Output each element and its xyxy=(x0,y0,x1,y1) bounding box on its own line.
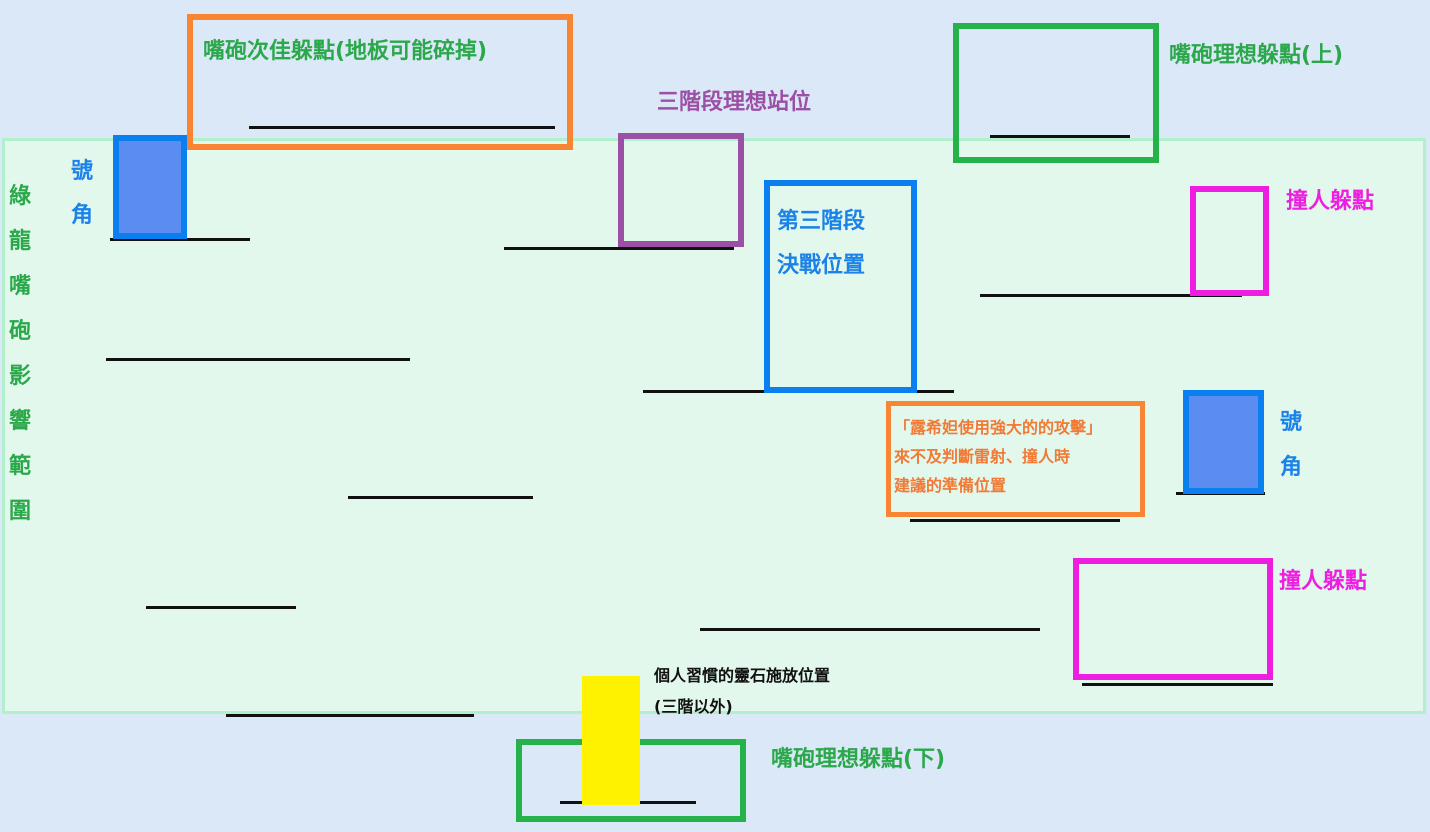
attack-note-line3: 建議的準備位置 xyxy=(894,476,1007,495)
dragon-range-char: 砲 xyxy=(8,319,31,344)
dragon-range-char: 綠 xyxy=(8,184,31,209)
stage3-final-line1: 第三階段 xyxy=(777,209,866,234)
horn-left-box xyxy=(113,135,187,239)
dragon-range-char: 影 xyxy=(8,364,31,389)
dragon-range-char: 響 xyxy=(8,409,31,434)
horn-right-box xyxy=(1183,390,1264,494)
platform xyxy=(700,628,1040,631)
attack-note-box xyxy=(886,401,1145,517)
platform xyxy=(106,358,410,361)
cannon-ideal-top-label: 嘴砲理想躲點(上) xyxy=(1169,43,1344,68)
attack-note-line1: 「露希妲使用強大的的攻擊」 xyxy=(894,418,1103,437)
charge-hide-upper-box xyxy=(1190,186,1269,296)
cannon-ideal-top-box xyxy=(953,23,1159,163)
stage3-ideal-box xyxy=(618,133,744,247)
dragon-range-char: 圍 xyxy=(8,499,31,524)
platform xyxy=(1082,683,1273,686)
stage3-final-box xyxy=(764,180,917,393)
platform xyxy=(110,238,250,241)
cannon-second-best-label: 嘴砲次佳躲點(地板可能碎掉) xyxy=(203,39,488,64)
platform xyxy=(249,126,555,129)
spirit-stone-label: 個人習慣的靈石施放位置 (三階以外) xyxy=(654,660,830,722)
dragon-range-char: 嘴 xyxy=(8,274,31,299)
cannon-ideal-bottom-label: 嘴砲理想躲點(下) xyxy=(771,747,946,772)
spirit-stone-line1: 個人習慣的靈石施放位置 xyxy=(654,666,831,685)
horn-left-char: 角 xyxy=(70,203,93,228)
platform xyxy=(910,519,1120,522)
platform xyxy=(990,135,1130,138)
platform xyxy=(226,714,474,717)
spirit-stone-line2: (三階以外) xyxy=(654,697,733,716)
cannon-second-best-box xyxy=(187,14,573,150)
charge-hide-lower-box xyxy=(1073,558,1273,680)
dragon-range-char: 龍 xyxy=(8,229,31,254)
stage3-final-label: 第三階段 決戰位置 xyxy=(777,200,865,288)
platform xyxy=(980,294,1242,297)
horn-left-label: 號 角 xyxy=(70,150,94,238)
stage3-final-line2: 決戰位置 xyxy=(777,253,866,278)
horn-left-char: 號 xyxy=(70,159,93,184)
platform xyxy=(348,496,533,499)
charge-hide-upper-label: 撞人躲點 xyxy=(1286,189,1375,214)
platform xyxy=(504,247,734,250)
horn-right-label: 號 角 xyxy=(1279,400,1303,490)
stage3-ideal-label: 三階段理想站位 xyxy=(657,90,812,115)
horn-right-char: 號 xyxy=(1279,410,1302,435)
attack-note-line2: 來不及判斷雷射、撞人時 xyxy=(894,447,1071,466)
platform xyxy=(146,606,296,609)
spirit-stone-marker xyxy=(582,676,640,805)
dragon-range-label: 綠 龍 嘴 砲 影 響 範 圍 xyxy=(8,174,32,534)
dragon-range-char: 範 xyxy=(8,454,31,479)
charge-hide-lower-label: 撞人躲點 xyxy=(1279,569,1368,594)
attack-note-text: 「露希妲使用強大的的攻擊」 來不及判斷雷射、撞人時 建議的準備位置 xyxy=(894,413,1102,500)
horn-right-char: 角 xyxy=(1279,455,1302,480)
